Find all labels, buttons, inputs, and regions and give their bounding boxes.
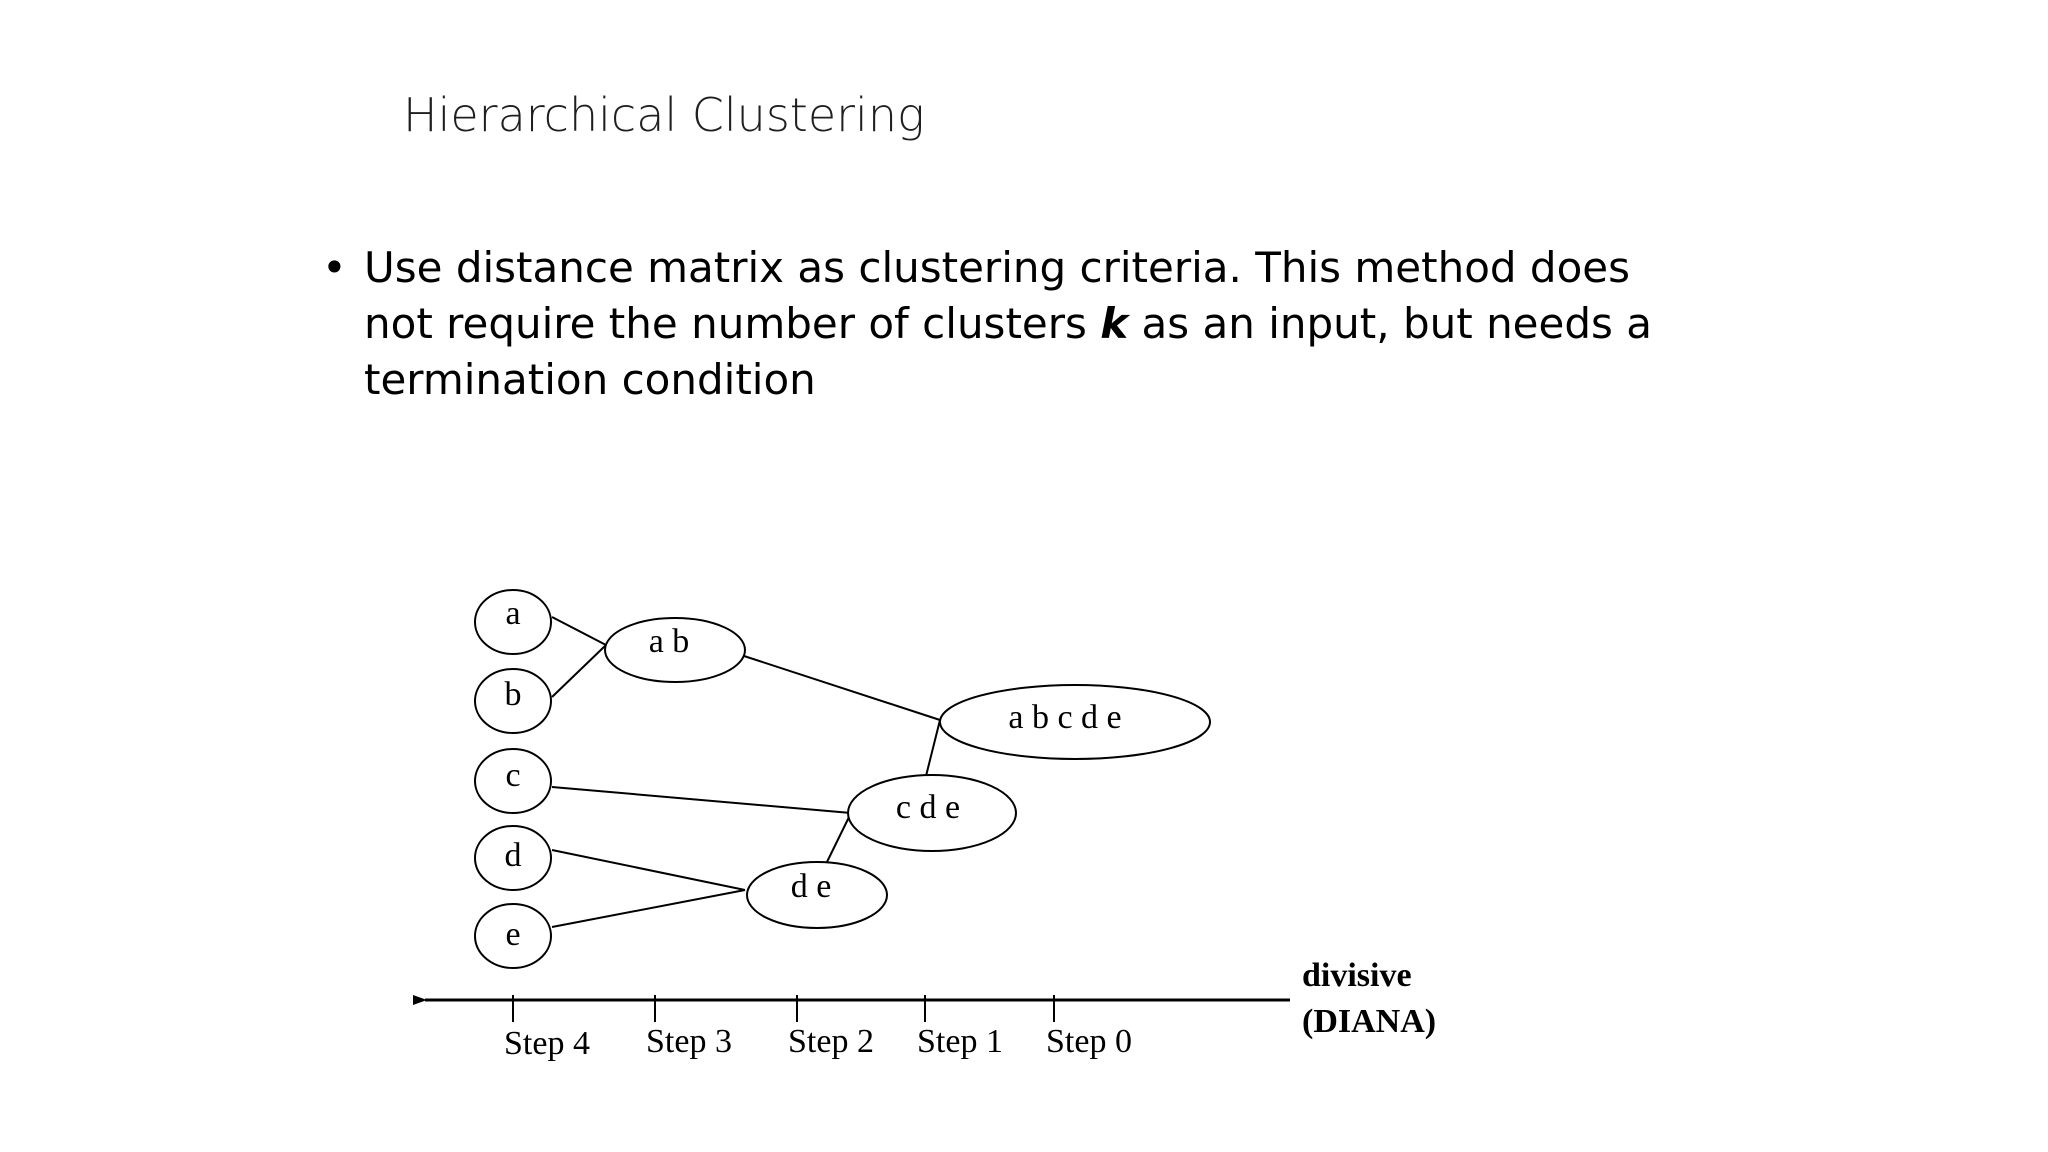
edge-d-de	[551, 849, 746, 891]
node-label-b: b	[505, 676, 522, 713]
node-a	[474, 589, 552, 655]
bullet-text: Use distance matrix as clustering criter…	[364, 240, 1702, 408]
axis-label-divisive: divisive	[1302, 957, 1412, 994]
node-cde	[847, 774, 1017, 852]
edge-b-ab	[551, 644, 607, 698]
node-label-abcde: a b c d e	[1008, 699, 1121, 736]
step-label-2: Step 2	[788, 1023, 874, 1060]
edge-e-de	[551, 889, 746, 928]
step-axis: Step 4 Step 3 Step 2 Step 1 Step 0 divis…	[413, 957, 1436, 1062]
node-label-cde: c d e	[896, 789, 960, 826]
node-c	[474, 748, 552, 814]
slide-title: Hierarchical Clustering	[403, 88, 925, 142]
node-b	[474, 668, 552, 734]
node-abcde	[939, 684, 1211, 760]
edge-cde-abcde	[925, 719, 941, 777]
node-d	[474, 825, 552, 891]
bullet-point: • Use distance matrix as clustering crit…	[322, 240, 1702, 408]
edge-a-ab	[551, 616, 607, 646]
bullet-text-after: as an input, but needs a termination con…	[364, 299, 1652, 404]
bullet-text-before: Use distance matrix as clustering criter…	[364, 243, 1631, 348]
node-de	[746, 861, 888, 929]
node-e	[474, 903, 552, 969]
bullet-emphasis-k: k	[1100, 299, 1129, 348]
node-ab	[604, 617, 746, 683]
edge-ab-abcde	[743, 655, 941, 721]
step-label-3: Step 3	[646, 1023, 732, 1060]
step-label-4: Step 4	[504, 1025, 590, 1062]
node-label-e: e	[505, 916, 520, 953]
step-label-0: Step 0	[1046, 1023, 1132, 1060]
node-label-de: d e	[791, 868, 832, 905]
node-label-a: a	[505, 595, 520, 632]
diagram-nodes	[474, 589, 1211, 969]
step-label-1: Step 1	[917, 1023, 1003, 1060]
axis-label-diana: (DIANA)	[1302, 1003, 1436, 1040]
bullet-dot-icon: •	[322, 243, 347, 292]
node-label-ab: a b	[649, 623, 690, 660]
edge-de-cde	[824, 812, 852, 867]
diagram-edges	[551, 616, 941, 928]
edge-c-cde	[551, 786, 852, 814]
node-label-d: d	[505, 837, 522, 874]
node-label-c: c	[505, 757, 520, 794]
node-labels: a b c d e a b d e c d e a b c d e	[505, 595, 1122, 953]
